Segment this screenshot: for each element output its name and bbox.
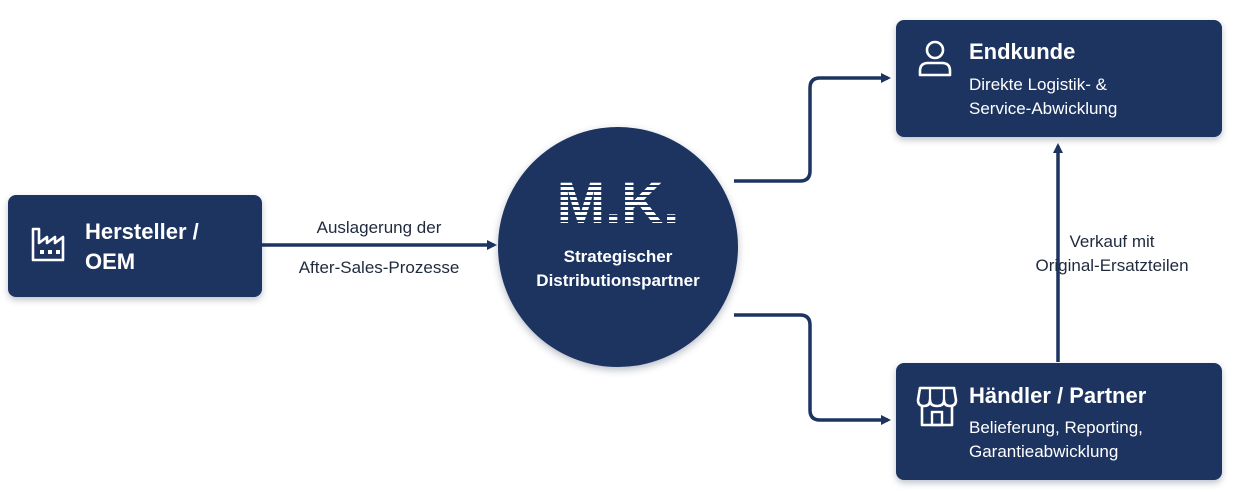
node-endkunde: Endkunde Direkte Logistik- & Service-Abw… [896,20,1222,137]
edge-label-line2: After-Sales-Prozesse [298,258,460,277]
node-desc-line2: Service-Abwicklung [969,99,1118,118]
node-title: Händler / Partner [969,383,1147,408]
arrow-center-to-haendler [734,313,891,425]
node-hersteller: Hersteller / OEM [8,195,262,297]
node-desc-line2: Garantieabwicklung [969,442,1119,461]
edge-label-verkauf: Verkauf mit Original-Ersatzteilen [1012,230,1212,278]
node-desc-line1: Belieferung, Reporting, [969,418,1143,437]
logo-text: M.K. [557,177,679,229]
node-title-line2: OEM [85,249,136,274]
store-icon [916,384,958,433]
user-icon [916,38,954,83]
node-title: Endkunde [969,39,1076,64]
edge-label-line2: Original-Ersatzteilen [1035,256,1189,275]
edge-label-auslagerung: Auslagerung der [276,217,482,239]
edge-label-line1: Verkauf mit [1069,232,1155,251]
edge-label-line1: Auslagerung der [316,218,442,237]
factory-icon [30,223,70,268]
node-center-partner: M.K. Strategischer Distributionspartner [498,127,738,367]
center-subtitle-line1: Strategischer [563,247,673,266]
node-desc-line1: Direkte Logistik- & [969,75,1107,94]
center-subtitle-line2: Distributionspartner [536,271,700,290]
node-title-line1: Hersteller / [85,219,199,244]
node-haendler: Händler / Partner Belieferung, Reporting… [896,363,1222,480]
arrow-center-to-endkunde [734,73,891,183]
edge-label-after-sales: After-Sales-Prozesse [270,257,488,279]
mk-logo: M.K. [538,171,698,236]
